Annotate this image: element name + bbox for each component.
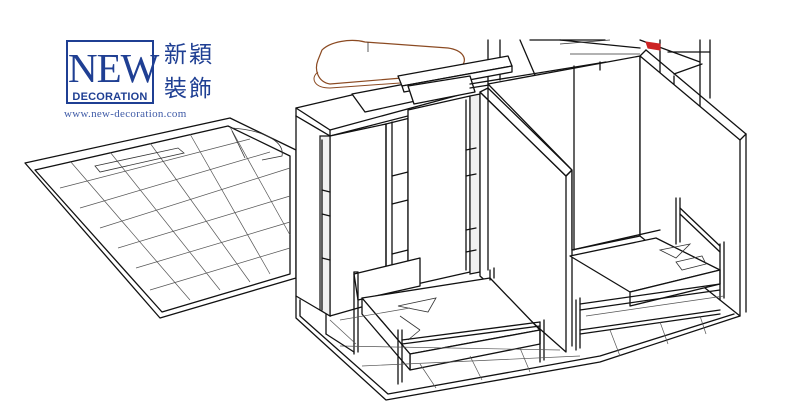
left-bed — [353, 257, 545, 385]
logo-website: www.new-decoration.com — [64, 108, 187, 120]
logo-mark-text: NEW — [68, 45, 159, 91]
wardrobe-block — [295, 115, 411, 318]
company-logo: NEW DECORATION 新穎 裝飾 www.new-decoration.… — [64, 40, 224, 122]
background-table — [313, 39, 465, 89]
right-bed — [569, 197, 725, 351]
top-beams — [295, 55, 611, 137]
logo-subtitle: DECORATION — [72, 91, 148, 103]
central-partition — [479, 87, 573, 353]
logo-chinese-line-1: 新穎 — [164, 42, 214, 68]
logo-mark-box: NEW — [66, 40, 159, 104]
middle-closet — [407, 93, 481, 287]
lower-floor — [295, 295, 741, 401]
left-floor-platform — [24, 117, 297, 319]
logo-chinese-line-2: 裝飾 — [164, 76, 214, 102]
